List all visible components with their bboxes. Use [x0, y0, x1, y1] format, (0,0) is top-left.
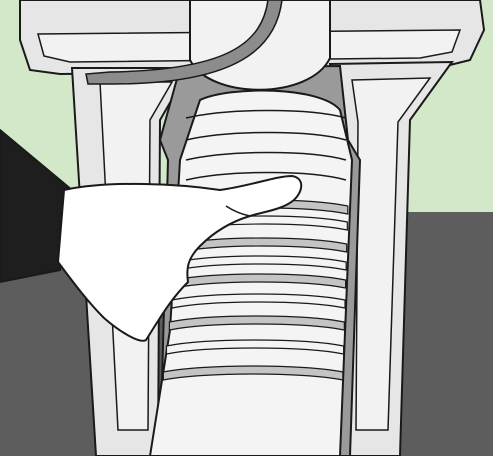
duct-installation-illustration [0, 0, 493, 456]
illustration-scene [0, 0, 493, 456]
